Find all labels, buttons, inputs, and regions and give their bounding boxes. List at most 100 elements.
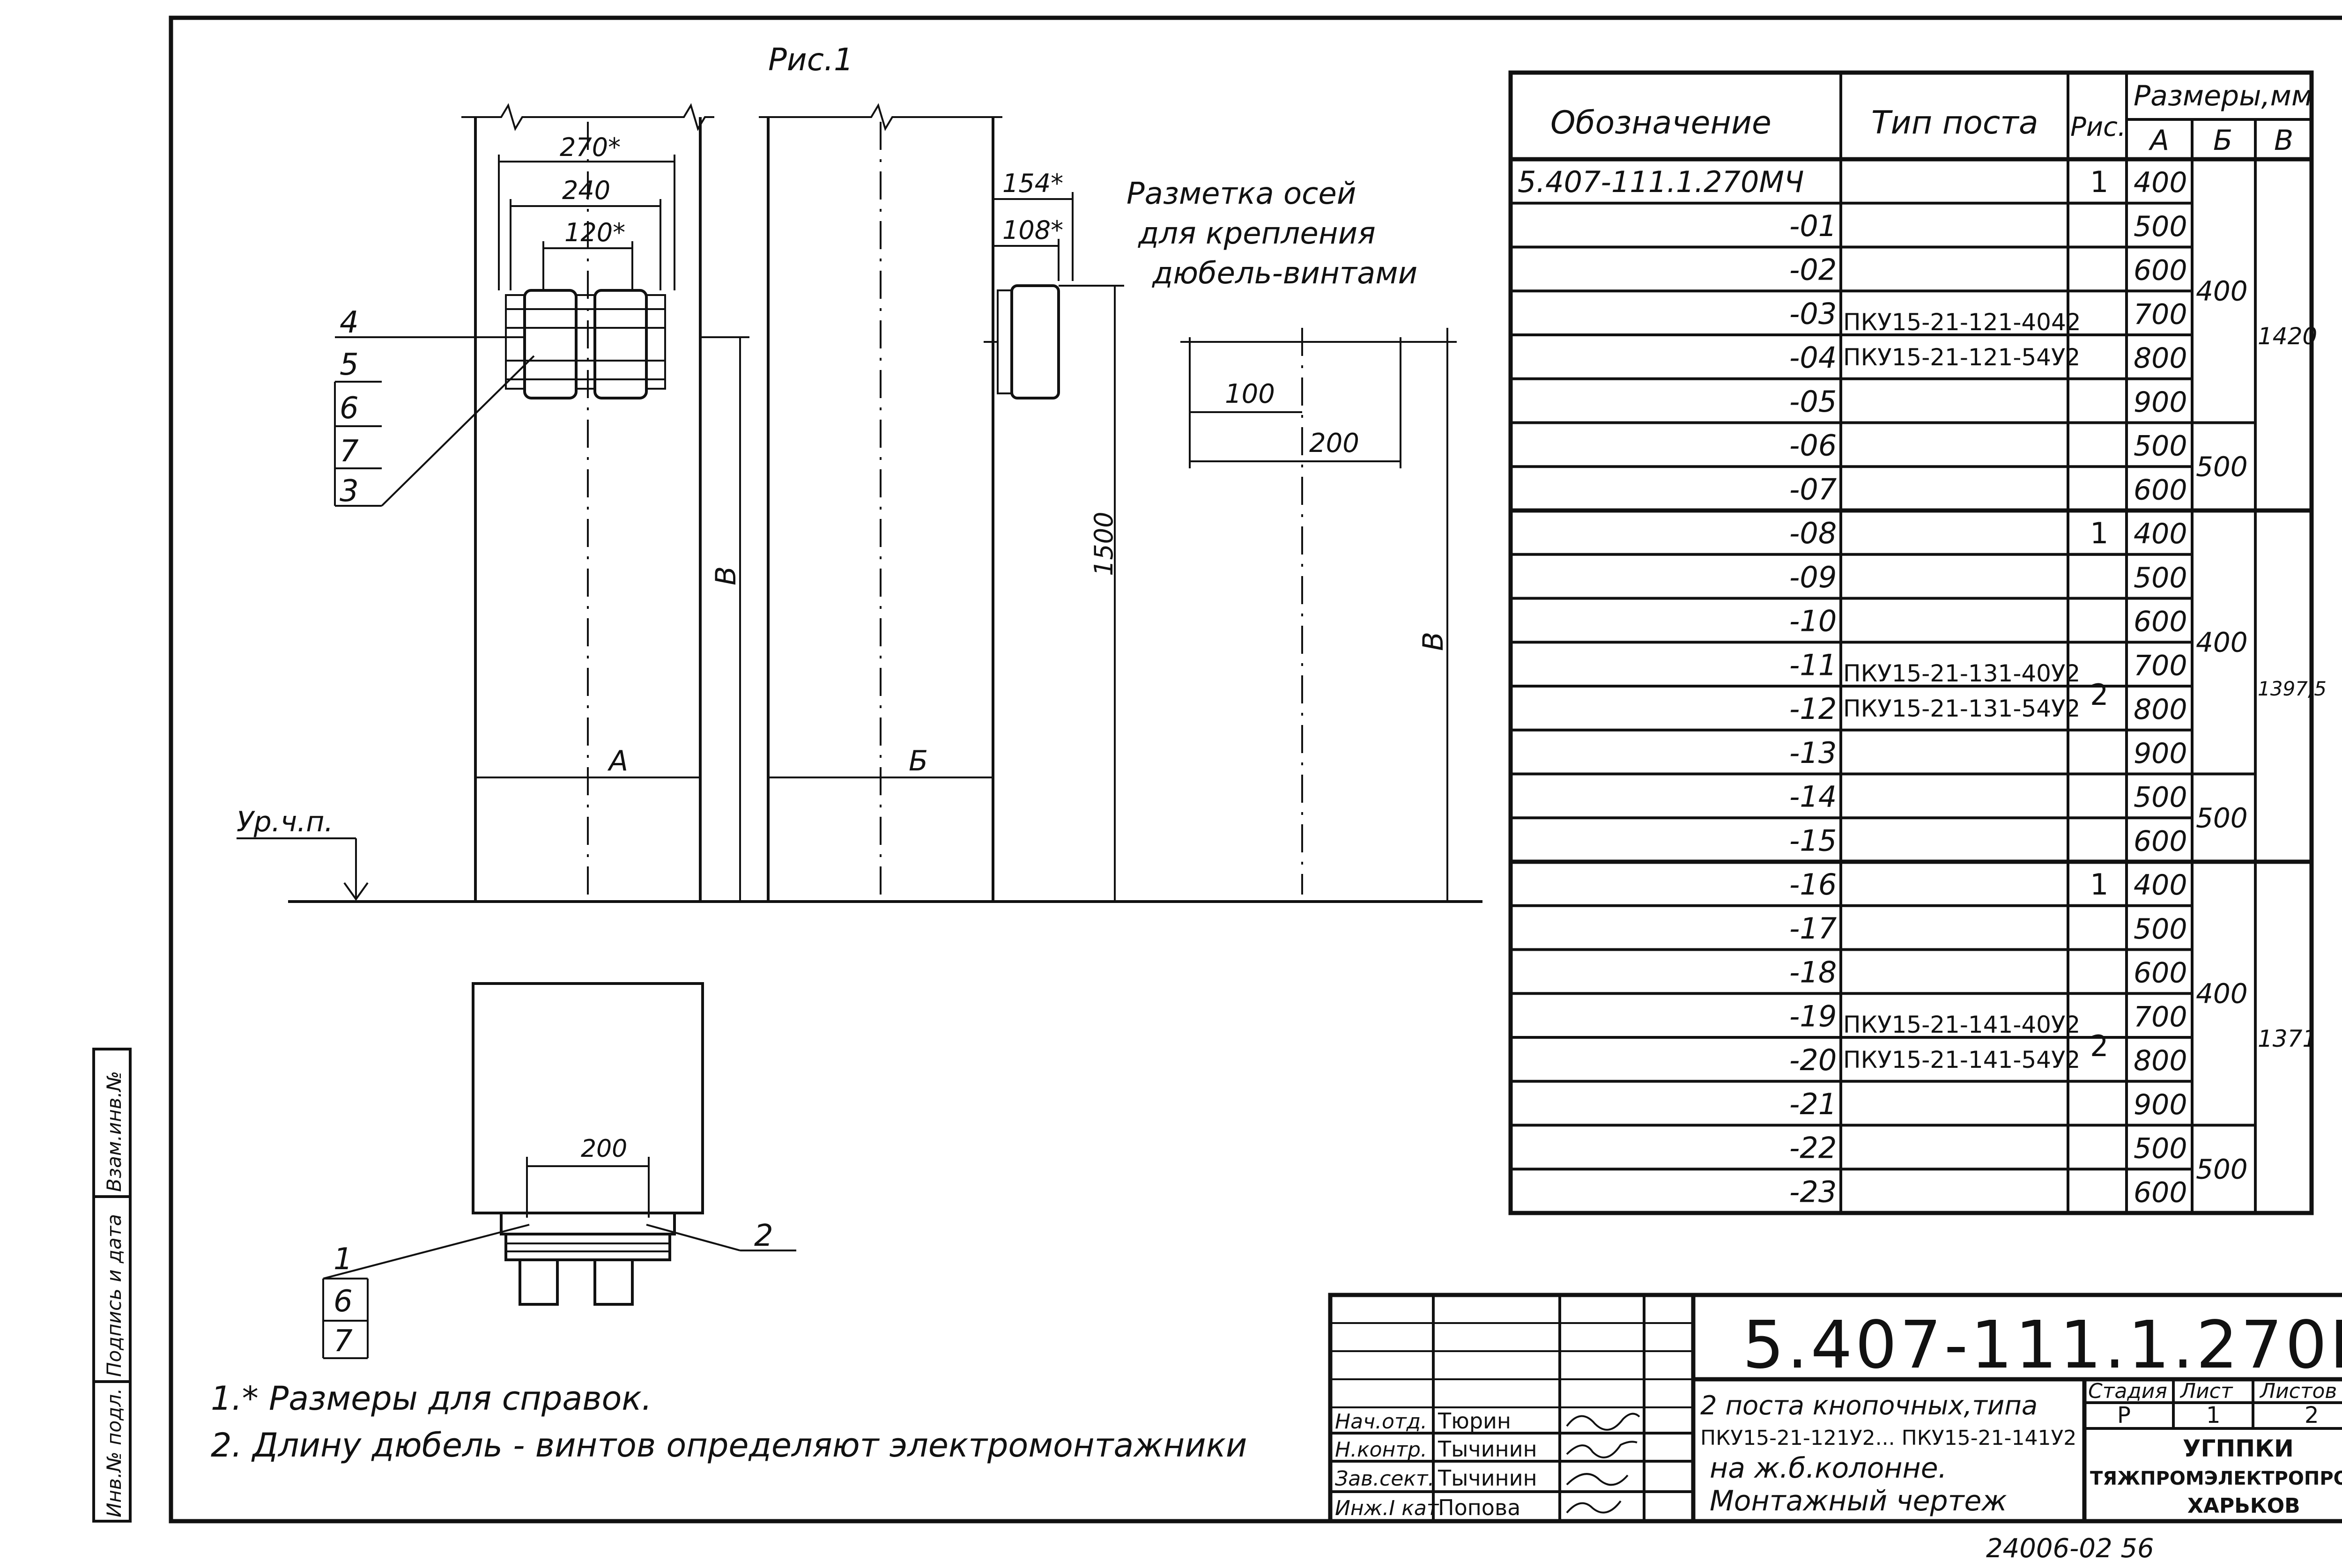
- sheet-frame: [169, 15, 2342, 1524]
- table-cell-B: 500: [2196, 1153, 2248, 1185]
- table-cell-A: 500: [2134, 913, 2187, 946]
- doc-code: 5.407-111.1.270МЧ: [1742, 1307, 2342, 1383]
- marking-note-3: дюбель-винтами: [1152, 256, 1417, 291]
- th-V: В: [2274, 124, 2293, 157]
- sheet-value: 1: [2206, 1402, 2221, 1428]
- desc-2: ПКУ15-21-121У2... ПКУ15-21-141У2: [1700, 1426, 2076, 1450]
- signature-2: [1566, 1441, 1638, 1458]
- sheet-code: 24006-02 56: [1986, 1533, 2154, 1564]
- table-cell-B: 400: [2196, 977, 2248, 1009]
- callout-6: 6: [340, 391, 359, 426]
- callout-7: 7: [340, 434, 359, 469]
- table-cell-A: 400: [2134, 166, 2187, 199]
- table-cell-A: 800: [2134, 693, 2187, 726]
- sheets-value: 2: [2305, 1402, 2319, 1428]
- table-cell-B: 400: [2196, 626, 2248, 658]
- signature-4: [1566, 1500, 1622, 1514]
- title-block: Нач.отд. Тюрин Н.контр. Тычинин Зав.сект…: [1328, 1293, 2342, 1524]
- org-2: ТЯЖПРОМЭЛЕКТРОПРОЕКТ: [2090, 1468, 2342, 1489]
- table-cell-A: 600: [2134, 473, 2187, 506]
- name-4: Попова: [1438, 1495, 1520, 1520]
- table-cell-fig: 2: [2090, 678, 2108, 712]
- table-cell-designation: -18: [1789, 955, 1837, 990]
- table-cell-B: 500: [2196, 802, 2248, 834]
- table-cell-designation: -11: [1789, 648, 1837, 682]
- th-B: Б: [2213, 124, 2232, 157]
- table-cell-A: 400: [2134, 869, 2187, 902]
- marking-note-2: для крепления: [1138, 216, 1376, 251]
- role-2: Н.контр.: [1335, 1438, 1427, 1462]
- table-cell-A: 700: [2134, 1000, 2187, 1033]
- table-cell-designation: -14: [1789, 780, 1837, 814]
- table-cell-designation: -15: [1789, 823, 1837, 858]
- table-cell-A: 800: [2134, 342, 2187, 375]
- table-cell-type: ПКУ15-21-121-54У2: [1843, 344, 2080, 371]
- th-type: Тип поста: [1871, 104, 2038, 141]
- table-cell-designation: -21: [1789, 1087, 1837, 1121]
- table-cell-designation: -19: [1789, 999, 1837, 1033]
- dim-100: 100: [1225, 379, 1275, 409]
- dim-Bsmall: Б: [909, 745, 928, 777]
- table-cell-designation: -10: [1789, 604, 1837, 638]
- name-3: Тычинин: [1438, 1465, 1537, 1491]
- dim-B-right: В: [1417, 632, 1450, 651]
- side-stamp-inv: Инв.№ подл.: [103, 1388, 126, 1517]
- table-cell-A: 800: [2134, 1044, 2187, 1077]
- table-cell-A: 600: [2134, 1176, 2187, 1209]
- dim-A: А: [607, 745, 628, 777]
- floor-label: Ур.ч.п.: [237, 806, 334, 838]
- org-1: УГППКИ: [2183, 1435, 2294, 1462]
- side-stamp-sign: Подпись и дата: [103, 1214, 126, 1377]
- table-cell-designation: -13: [1789, 736, 1837, 770]
- role-1: Нач.отд.: [1335, 1410, 1427, 1434]
- sheet-header: Лист: [2179, 1379, 2233, 1403]
- callout-6b: 6: [334, 1284, 353, 1319]
- name-1: Тюрин: [1438, 1408, 1511, 1434]
- stage-value: Р: [2117, 1402, 2131, 1428]
- table-cell-designation: -17: [1789, 911, 1837, 946]
- th-designation: Обозначение: [1550, 104, 1771, 141]
- dim-154: 154*: [1002, 169, 1063, 198]
- dim-270: 270*: [560, 133, 621, 162]
- table-cell-B: 400: [2196, 275, 2248, 307]
- table-cell-type: ПКУ15-21-131-54У2: [1843, 695, 2080, 722]
- stage-header: Стадия: [2088, 1379, 2167, 1403]
- table-cell-designation: -22: [1789, 1131, 1837, 1165]
- table-cell-designation: -07: [1789, 472, 1837, 506]
- table-cell-A: 900: [2134, 737, 2187, 770]
- note-2: 2. Длину дюбель - винтов определяют элек…: [211, 1426, 1247, 1464]
- table-cell-designation: -20: [1789, 1043, 1837, 1077]
- callout-3: 3: [340, 474, 359, 509]
- th-fig: Рис.: [2070, 112, 2126, 142]
- desc-1: 2 поста кнопочных,типа: [1700, 1390, 2038, 1421]
- button-post-left: [523, 289, 578, 399]
- table-cell-A: 900: [2134, 386, 2187, 419]
- role-4: Инж.I кат.: [1335, 1496, 1445, 1520]
- table-cell-B: 500: [2196, 451, 2248, 482]
- table-cell-V: 1397,5: [2258, 677, 2327, 700]
- table-cell-designation: -05: [1789, 385, 1837, 419]
- dim-120: 120*: [564, 218, 625, 247]
- table-cell-A: 500: [2134, 781, 2187, 814]
- table-cell-designation: -02: [1789, 253, 1837, 287]
- table-cell-designation: -04: [1789, 340, 1837, 375]
- table-cell-A: 700: [2134, 649, 2187, 682]
- figure-label: Рис.1: [768, 42, 853, 78]
- table-cell-A: 600: [2134, 606, 2187, 638]
- dim-200-bottom: 200: [581, 1135, 627, 1163]
- column-front-view: 270* 240 120* В А: [461, 103, 749, 902]
- table-cell-V: 1371: [2258, 1025, 2317, 1052]
- dim-200: 200: [1309, 428, 1359, 459]
- callout-4: 4: [340, 305, 359, 340]
- table-cell-designation: -23: [1789, 1175, 1837, 1209]
- table-cell-V: 1420: [2258, 323, 2317, 350]
- th-A: А: [2148, 124, 2169, 157]
- desc-4: Монтажный чертеж: [1710, 1485, 2007, 1517]
- dim-B-left: В: [710, 566, 742, 585]
- side-stamp: Инв.№ подл. Подпись и дата Взам.инв.№: [92, 1048, 132, 1523]
- callouts-bottom: 1 6 7 2: [322, 1219, 796, 1359]
- table-cell-type: ПКУ15-21-121-4042: [1843, 309, 2081, 336]
- table-cell-type: ПКУ15-21-131-40У2: [1843, 660, 2080, 687]
